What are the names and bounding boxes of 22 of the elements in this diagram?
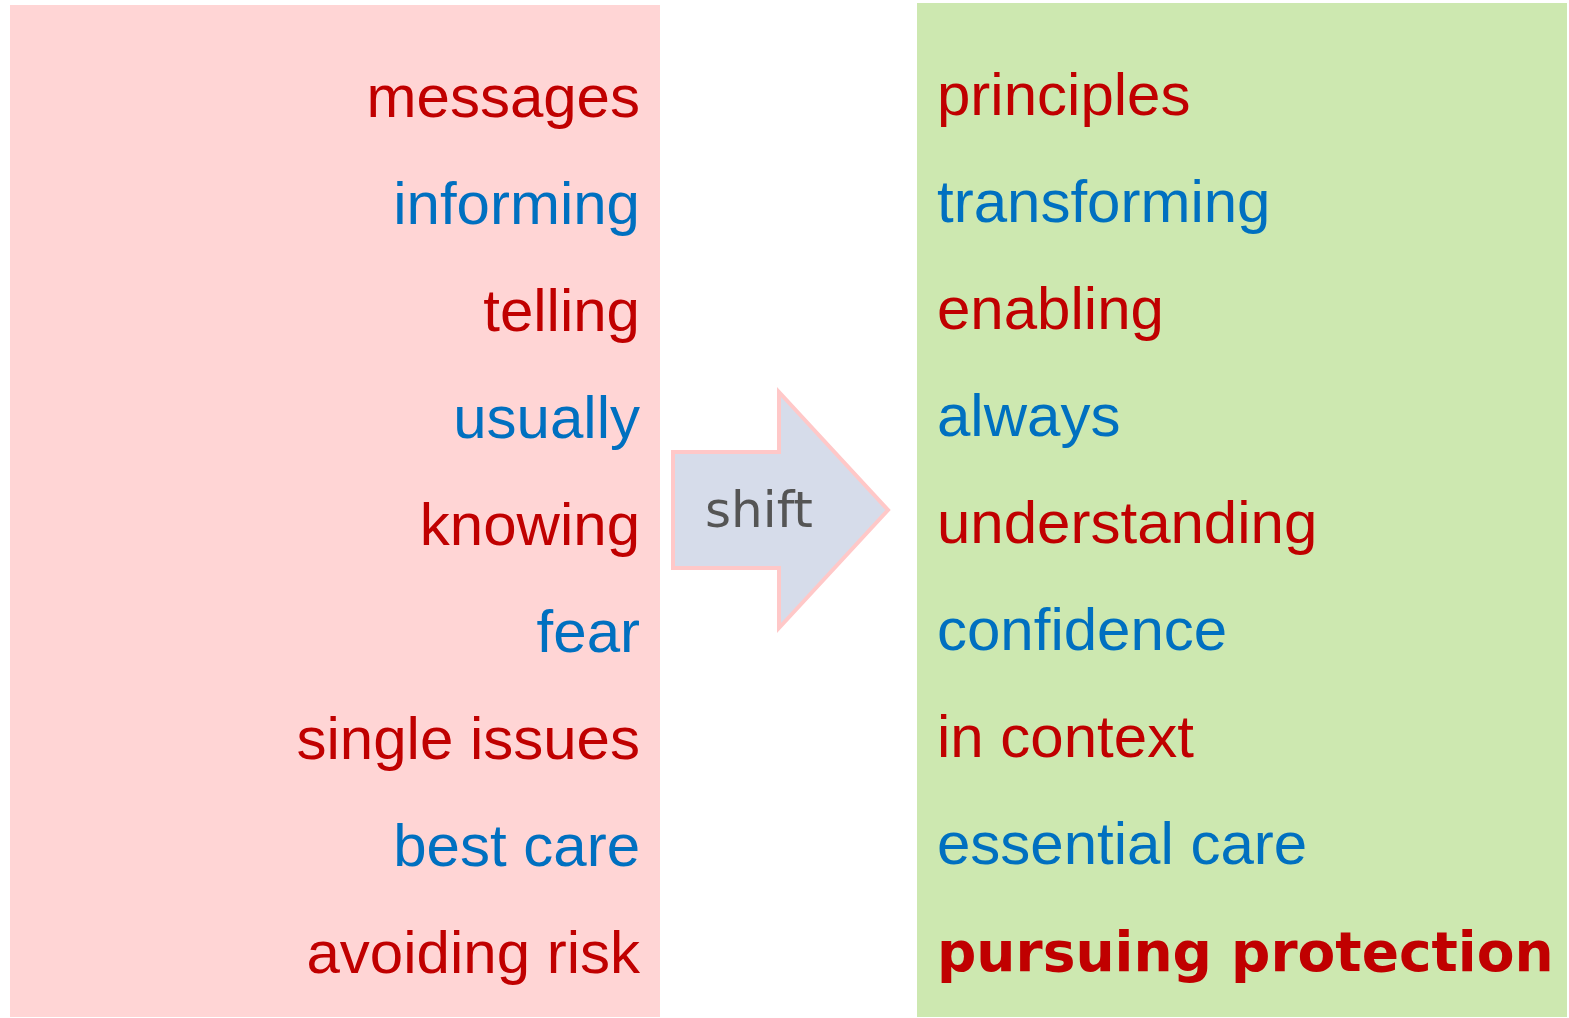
term: informing bbox=[393, 169, 640, 238]
term: avoiding risk bbox=[306, 918, 640, 987]
term: single issues bbox=[296, 704, 640, 773]
term: messages bbox=[366, 62, 640, 131]
term: confidence bbox=[937, 595, 1228, 664]
term: principles bbox=[937, 60, 1191, 129]
term: telling bbox=[483, 276, 640, 345]
term: pursuing protection bbox=[937, 921, 1554, 985]
term: best care bbox=[393, 811, 640, 880]
term: transforming bbox=[937, 167, 1271, 236]
term: understanding bbox=[937, 488, 1318, 557]
term: usually bbox=[453, 383, 640, 452]
panel bbox=[917, 3, 1567, 1017]
term: enabling bbox=[937, 274, 1164, 343]
panel bbox=[10, 5, 660, 1017]
block-arrow bbox=[671, 386, 891, 634]
term: knowing bbox=[419, 490, 640, 559]
arrow-label: shift bbox=[705, 481, 813, 539]
term: always bbox=[937, 381, 1121, 450]
term: fear bbox=[536, 597, 640, 666]
term: in context bbox=[937, 702, 1194, 771]
term: essential care bbox=[937, 809, 1308, 878]
